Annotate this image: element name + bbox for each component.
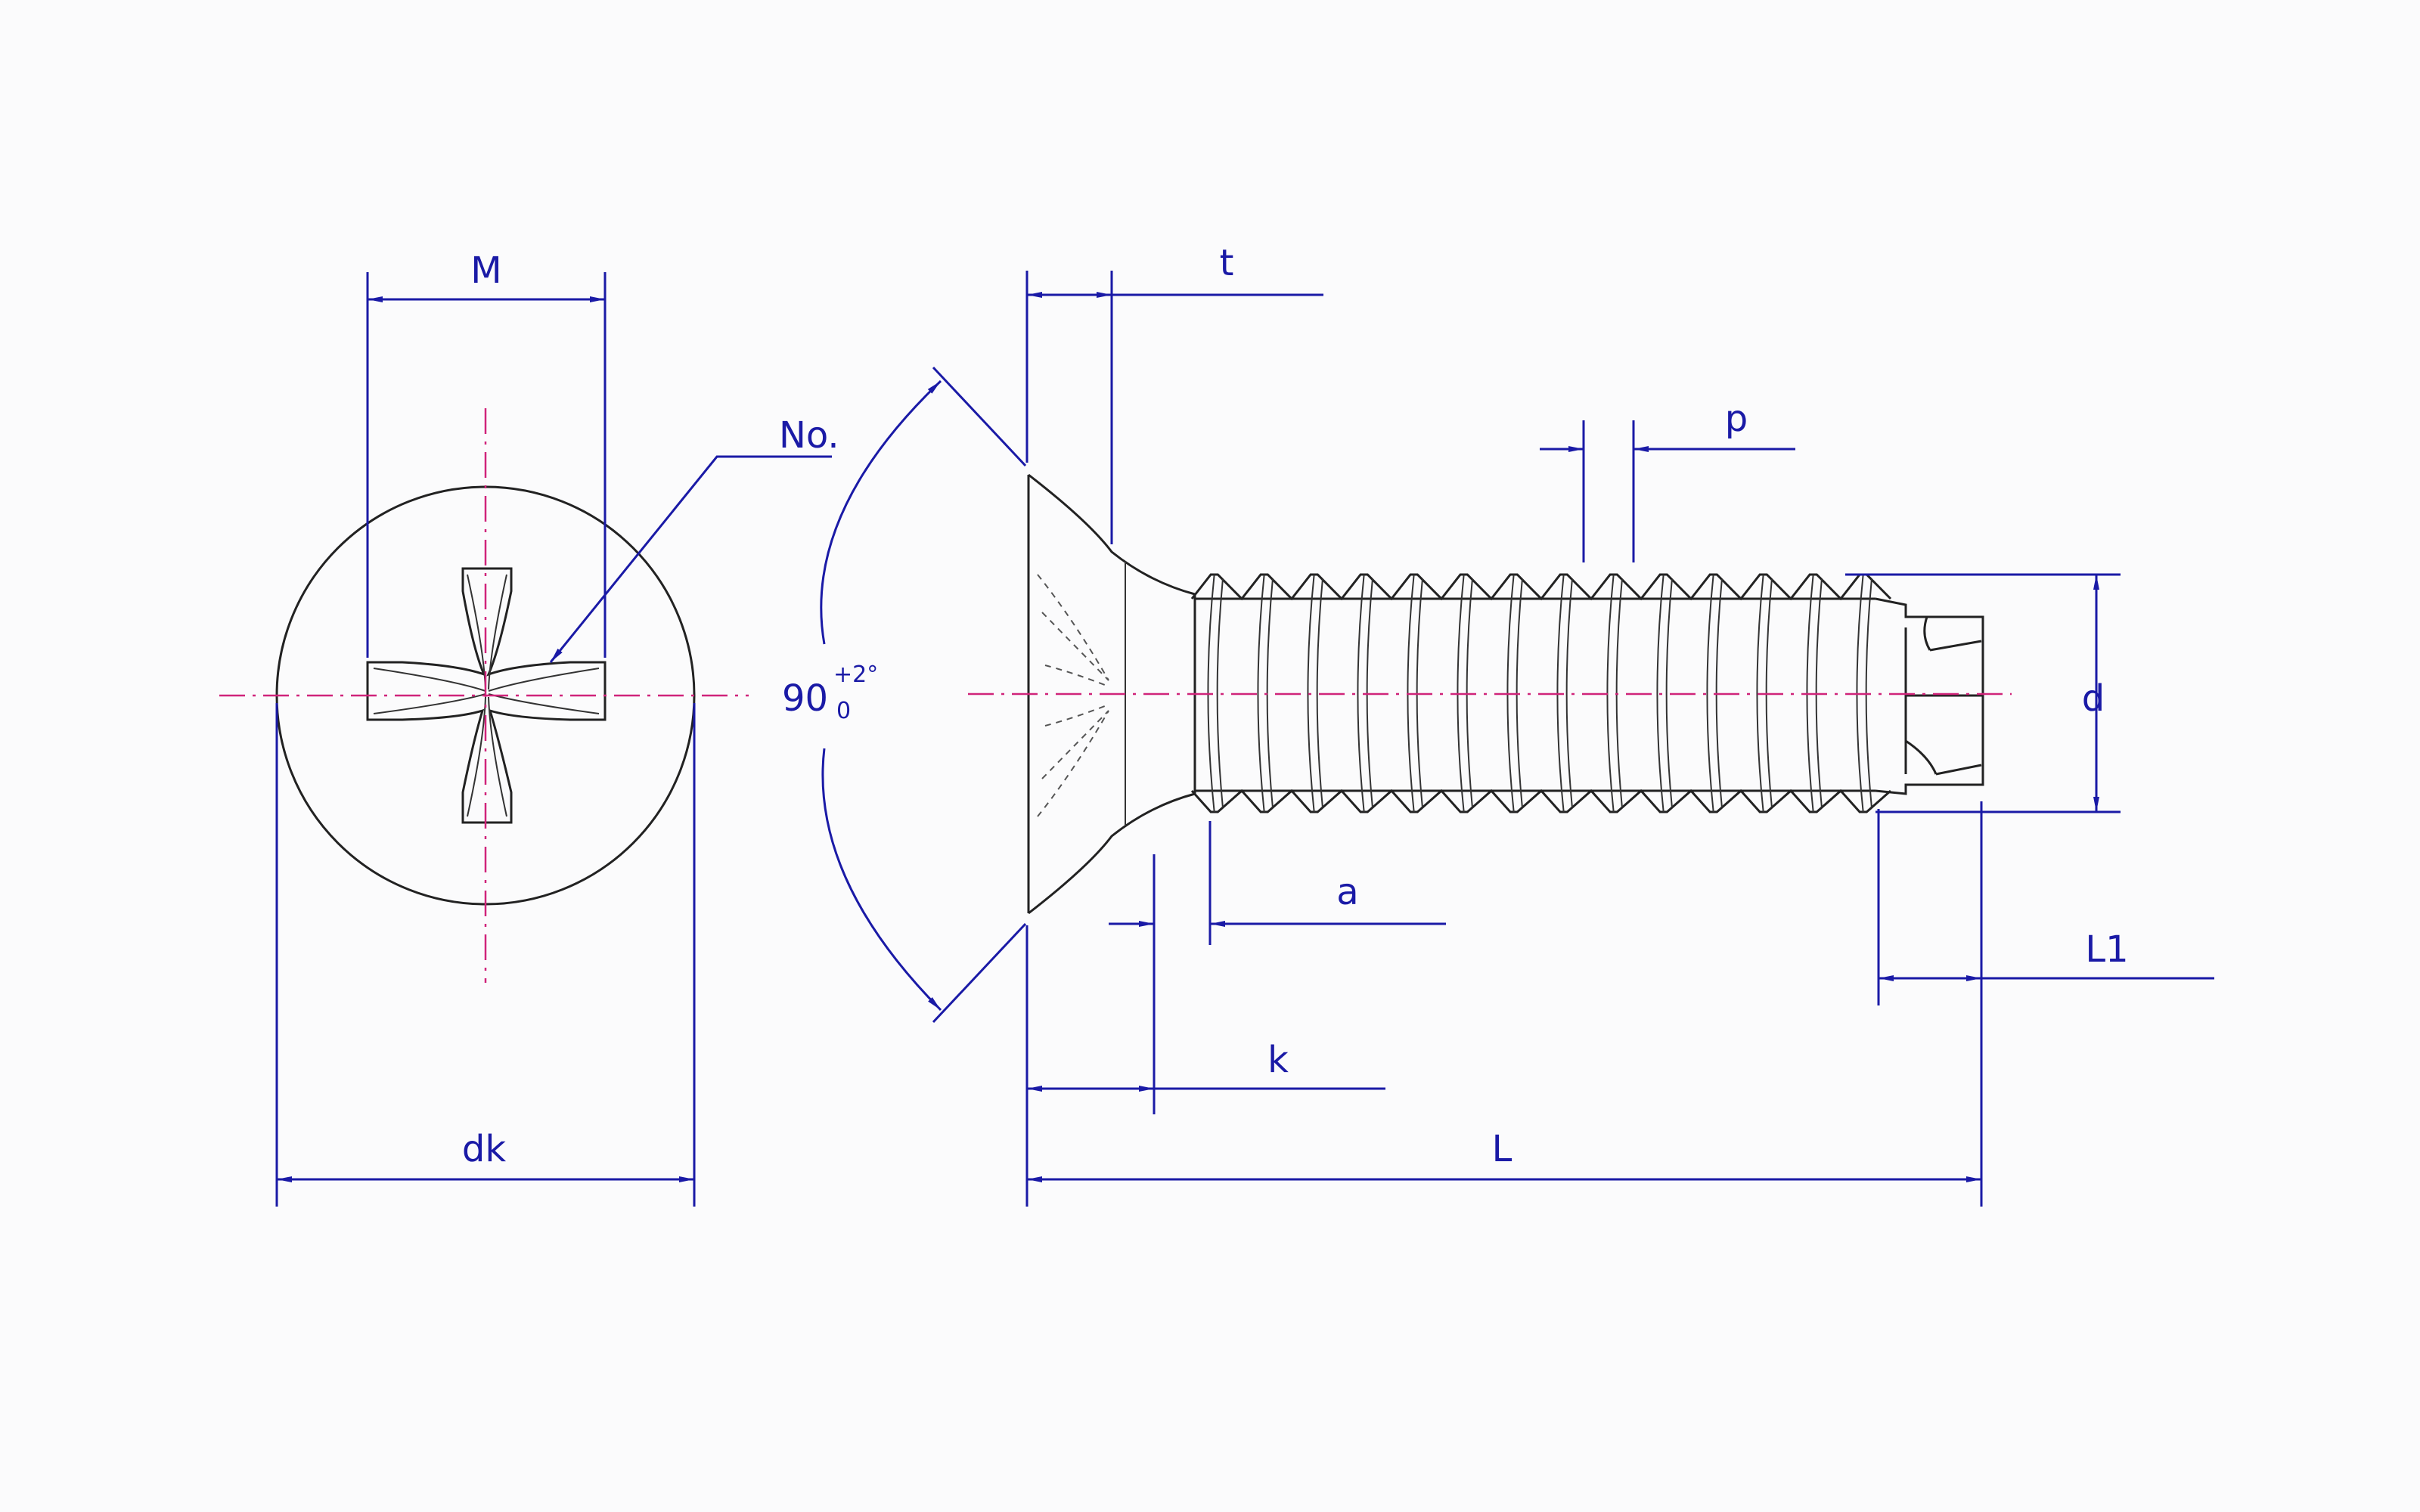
label-angle-minus: 0 xyxy=(836,698,851,724)
thread-crests-bottom xyxy=(1190,789,1891,813)
label-No: No. xyxy=(779,414,839,457)
drill-point xyxy=(1875,597,1984,795)
hidden-recess-lines xyxy=(1037,574,1109,817)
recess-inner-lines xyxy=(373,574,600,817)
thread-root-line xyxy=(1216,578,1224,808)
thread-root-line xyxy=(1316,578,1323,808)
dimension-t: t xyxy=(1025,242,1323,544)
thread-root-line xyxy=(1565,578,1573,808)
dimension-dk: dk xyxy=(275,703,696,1207)
label-angle-main: 90 xyxy=(782,677,828,720)
thread-flank-line xyxy=(1257,574,1265,813)
dimension-L: L xyxy=(1025,801,1983,1207)
screw-side-view xyxy=(968,473,2012,915)
dimension-angle-90: 90 +2° 0 xyxy=(782,366,1027,1024)
leader-No: No. xyxy=(549,414,839,663)
thread-crests-top xyxy=(1190,573,1892,601)
label-d: d xyxy=(2082,677,2105,720)
thread-root-line xyxy=(1665,578,1673,808)
label-angle-plus: +2° xyxy=(833,662,878,688)
thread-flank-line xyxy=(1706,574,1714,813)
thread-flank-line xyxy=(1357,574,1365,813)
dimension-L1: L1 xyxy=(1877,809,2214,1005)
dimension-p: p xyxy=(1540,398,1795,562)
label-L1: L1 xyxy=(2085,928,2128,971)
head-top-view xyxy=(219,408,749,983)
thread-root-line xyxy=(1266,578,1274,808)
label-L: L xyxy=(1492,1128,1512,1170)
label-M: M xyxy=(470,249,501,292)
dimension-d: d xyxy=(1845,573,2121,813)
dimension-a: a xyxy=(1109,821,1446,975)
label-p: p xyxy=(1725,398,1748,440)
thread-profile xyxy=(1190,573,1892,813)
thread-flank-line xyxy=(1756,574,1764,813)
label-a: a xyxy=(1336,871,1358,913)
label-k: k xyxy=(1267,1039,1289,1081)
label-dk: dk xyxy=(462,1128,506,1170)
label-t: t xyxy=(1220,242,1234,284)
thread-flank-line xyxy=(1606,574,1615,813)
phillips-recess xyxy=(366,567,607,824)
dimension-k: k xyxy=(1027,975,1385,1114)
thread-flank-line xyxy=(1307,574,1315,813)
thread-flank-line xyxy=(1656,574,1665,813)
